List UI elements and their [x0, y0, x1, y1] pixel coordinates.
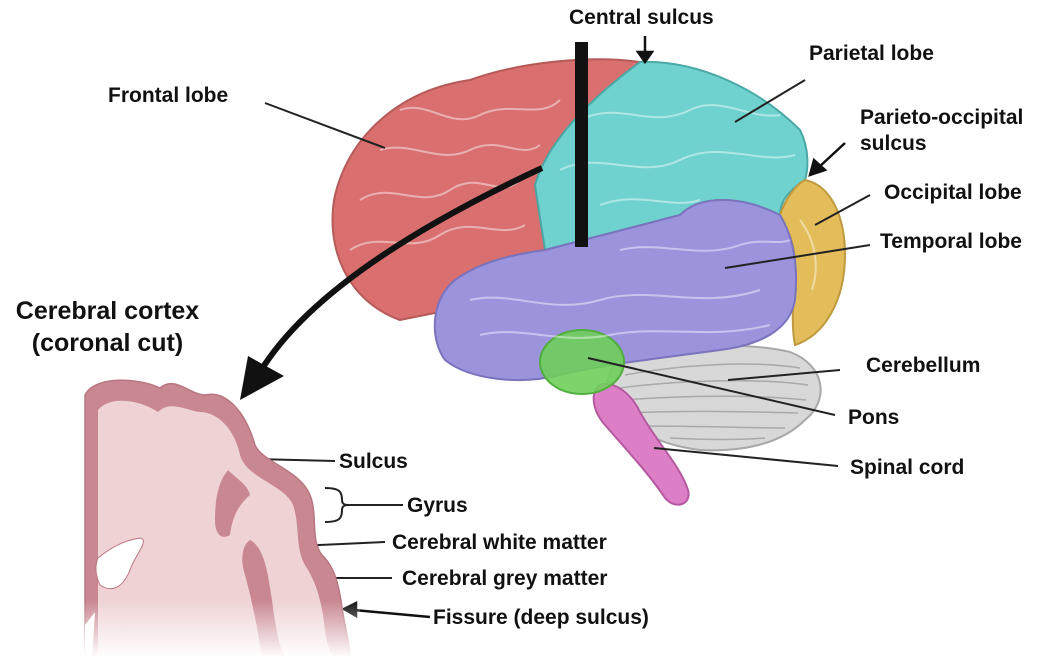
pons-label: Pons — [848, 406, 899, 430]
cerebral-white-matter-label: Cerebral white matter — [392, 531, 607, 555]
bottom-fade — [80, 370, 360, 658]
central-sulcus-label: Central sulcus — [569, 6, 714, 30]
occipital-lobe-label: Occipital lobe — [884, 181, 1022, 205]
coronal-cut-subtitle: (coronal cut) — [0, 327, 215, 359]
cerebral-grey-matter-label: Cerebral grey matter — [402, 567, 607, 591]
spinal-cord-label: Spinal cord — [850, 456, 964, 480]
sulcus-label: Sulcus — [339, 450, 408, 474]
parietal-lobe-label: Parietal lobe — [809, 42, 934, 66]
pons-shape — [540, 330, 624, 394]
frontal-lobe-label: Frontal lobe — [108, 84, 228, 108]
cerebellum-label: Cerebellum — [866, 354, 980, 378]
fissure-label: Fissure (deep sulcus) — [433, 606, 649, 630]
gyrus-label: Gyrus — [407, 494, 468, 518]
cerebral-cortex-title: Cerebral cortex — [0, 295, 215, 327]
parieto-occipital-sulcus-label-line1: Parieto-occipital — [860, 106, 1023, 130]
parieto-occipital-sulcus-label-line2: sulcus — [860, 132, 927, 156]
temporal-lobe-label: Temporal lobe — [880, 230, 1022, 254]
central-sulcus-bar — [575, 42, 588, 247]
